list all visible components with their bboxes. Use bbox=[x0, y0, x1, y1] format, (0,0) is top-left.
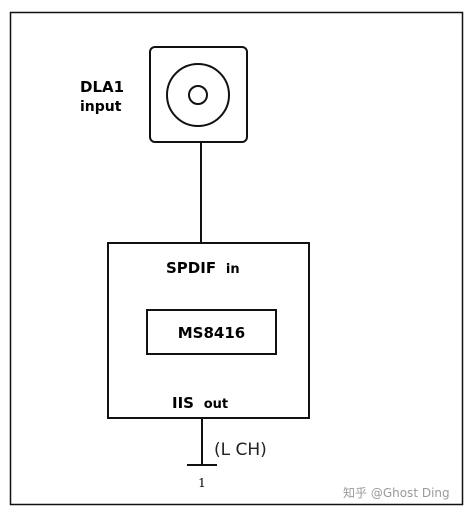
pin-number: 1 bbox=[198, 476, 206, 490]
jack-sub-label: input bbox=[80, 99, 122, 115]
jack-housing bbox=[149, 46, 248, 143]
outer-frame bbox=[9, 11, 464, 506]
chip-label: MS8416 bbox=[178, 324, 245, 342]
jack-outer-ring bbox=[166, 63, 230, 127]
receiver-input-label: SPDIF in bbox=[166, 259, 240, 277]
jack-inner-ring bbox=[188, 85, 208, 105]
audio-jack bbox=[149, 46, 248, 143]
receiver-output-label: IIS out bbox=[172, 394, 228, 412]
receiver-block bbox=[107, 242, 310, 419]
in-label: in bbox=[226, 262, 240, 277]
spdif-label: SPDIF bbox=[166, 259, 216, 277]
chip-box bbox=[146, 309, 277, 355]
out-label: out bbox=[204, 397, 228, 412]
channel-label: (L CH) bbox=[214, 440, 267, 460]
jack-name-label: DLA1 bbox=[80, 78, 124, 96]
iis-label: IIS bbox=[172, 394, 194, 412]
watermark: 知乎 @Ghost Ding bbox=[343, 486, 450, 500]
